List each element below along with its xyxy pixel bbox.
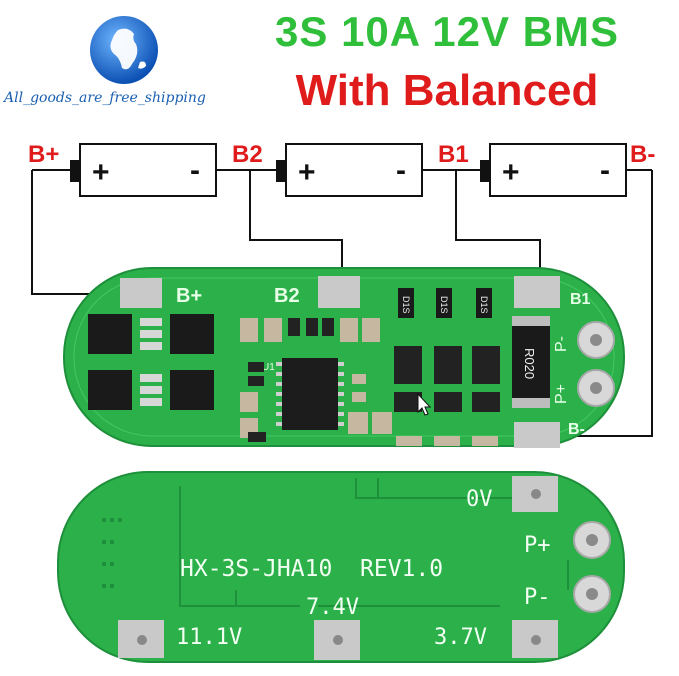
node-label-bminus: B- xyxy=(630,141,655,168)
battery-cell-3: + - xyxy=(480,143,627,197)
mosfet-group xyxy=(88,314,214,410)
battery-cell-1: + - xyxy=(70,143,217,197)
pad-bminus xyxy=(514,422,560,448)
board-label-pminus: P- xyxy=(553,336,570,352)
ic-u1 xyxy=(282,358,338,430)
battery-cell-2: + - xyxy=(276,143,423,197)
transistor-group xyxy=(394,346,500,412)
title-line2: With Balanced xyxy=(295,66,599,115)
svg-text:-: - xyxy=(600,154,610,187)
node-label-b2: B2 xyxy=(232,141,263,168)
pad-bplus xyxy=(120,278,162,308)
node-label-b1: B1 xyxy=(438,141,469,168)
pcb-bottom: 0V P+ P- 7.4V 11.1V 3.7V HX-3S-JHA10 REV… xyxy=(57,471,625,663)
shop-name: All_goods_are_free_shipping xyxy=(4,90,206,106)
svg-text:D1S: D1S xyxy=(479,296,489,314)
bottom-label-pplus: P+ xyxy=(524,533,551,558)
board-label-b2: B2 xyxy=(274,285,300,307)
board-label-bplus: B+ xyxy=(176,285,202,307)
board-label-bminus: B- xyxy=(568,421,585,438)
ic-label: U1 xyxy=(262,362,275,373)
bottom-label-11v: 11.1V xyxy=(176,625,242,650)
shunt-label: R020 xyxy=(522,348,537,379)
mouse-cursor-icon xyxy=(417,392,432,416)
bottom-label-0v: 0V xyxy=(466,487,493,512)
bottom-label-pminus: P- xyxy=(524,585,551,610)
pcb-top: B+ B2 B1 B- P- P+ R020 D1S D1S D1S 101 1… xyxy=(63,267,625,448)
svg-text:-: - xyxy=(190,154,200,187)
bottom-label-7v: 7.4V xyxy=(306,595,359,620)
svg-text:-: - xyxy=(396,154,406,187)
bottom-label-3v: 3.7V xyxy=(434,625,487,650)
board-label-b1: B1 xyxy=(570,291,591,308)
svg-text:+: + xyxy=(92,156,110,189)
shunt-resistor xyxy=(512,320,550,404)
svg-text:D1S: D1S xyxy=(439,296,449,314)
passive-components xyxy=(240,318,392,438)
silkscreen-model: HX-3S-JHA10 REV1.0 xyxy=(180,556,443,582)
globe-icon xyxy=(90,16,158,84)
pad-b2 xyxy=(318,276,360,308)
svg-text:D1S: D1S xyxy=(401,296,411,314)
svg-text:+: + xyxy=(502,156,520,189)
title-line1: 3S 10A 12V BMS xyxy=(275,8,619,55)
board-label-pplus: P+ xyxy=(553,384,570,404)
pad-b1 xyxy=(514,276,560,308)
d1s-resistor-group xyxy=(398,288,492,318)
svg-text:+: + xyxy=(298,156,316,189)
node-label-bplus: B+ xyxy=(28,141,59,168)
